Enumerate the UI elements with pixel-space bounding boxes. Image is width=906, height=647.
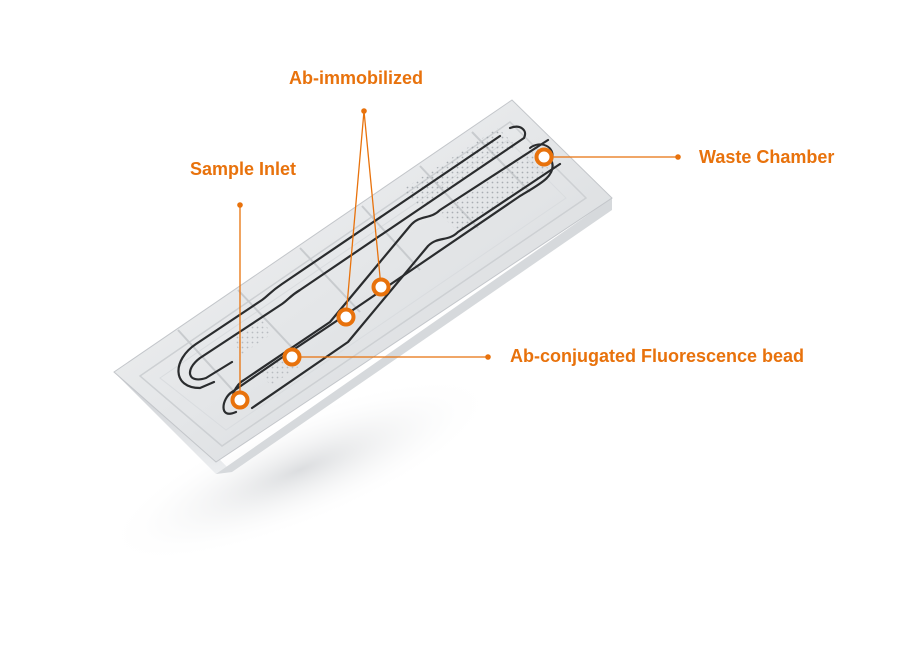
leader-dot-icon: [361, 108, 367, 114]
label-ab-immobilized: Ab-immobilized: [289, 68, 423, 88]
leader-dot-icon: [237, 202, 243, 208]
circle-marker-icon: [282, 347, 302, 367]
leader-dot-icon: [485, 354, 491, 360]
chip-inner-frame: [159, 139, 567, 431]
leader-dots: [237, 108, 681, 360]
reaction-zone-3: [232, 320, 272, 354]
channel-loop-outer: [189, 125, 527, 381]
label-sample-inlet: Sample Inlet: [190, 159, 297, 179]
chip-side-right: [216, 198, 612, 474]
channel-loop-inner: [177, 134, 502, 390]
leader-dot-icon: [675, 154, 681, 160]
circle-marker-icon: [534, 147, 554, 167]
channel-main-2: [250, 162, 562, 410]
reaction-zone-2: [440, 152, 550, 232]
reaction-zone-1: [402, 128, 516, 208]
circle-markers: [230, 147, 554, 410]
circle-marker-icon: [336, 307, 356, 327]
chip-shadow: [104, 376, 496, 564]
chip-inner-recess: [138, 121, 588, 447]
label-waste-chamber: Waste Chamber: [699, 147, 835, 167]
channel-bead: [222, 160, 554, 415]
circle-marker-icon: [371, 277, 391, 297]
label-ab-conjugated-bead: Ab-conjugated Fluorescence bead: [510, 346, 805, 366]
circle-marker-icon: [230, 390, 250, 410]
